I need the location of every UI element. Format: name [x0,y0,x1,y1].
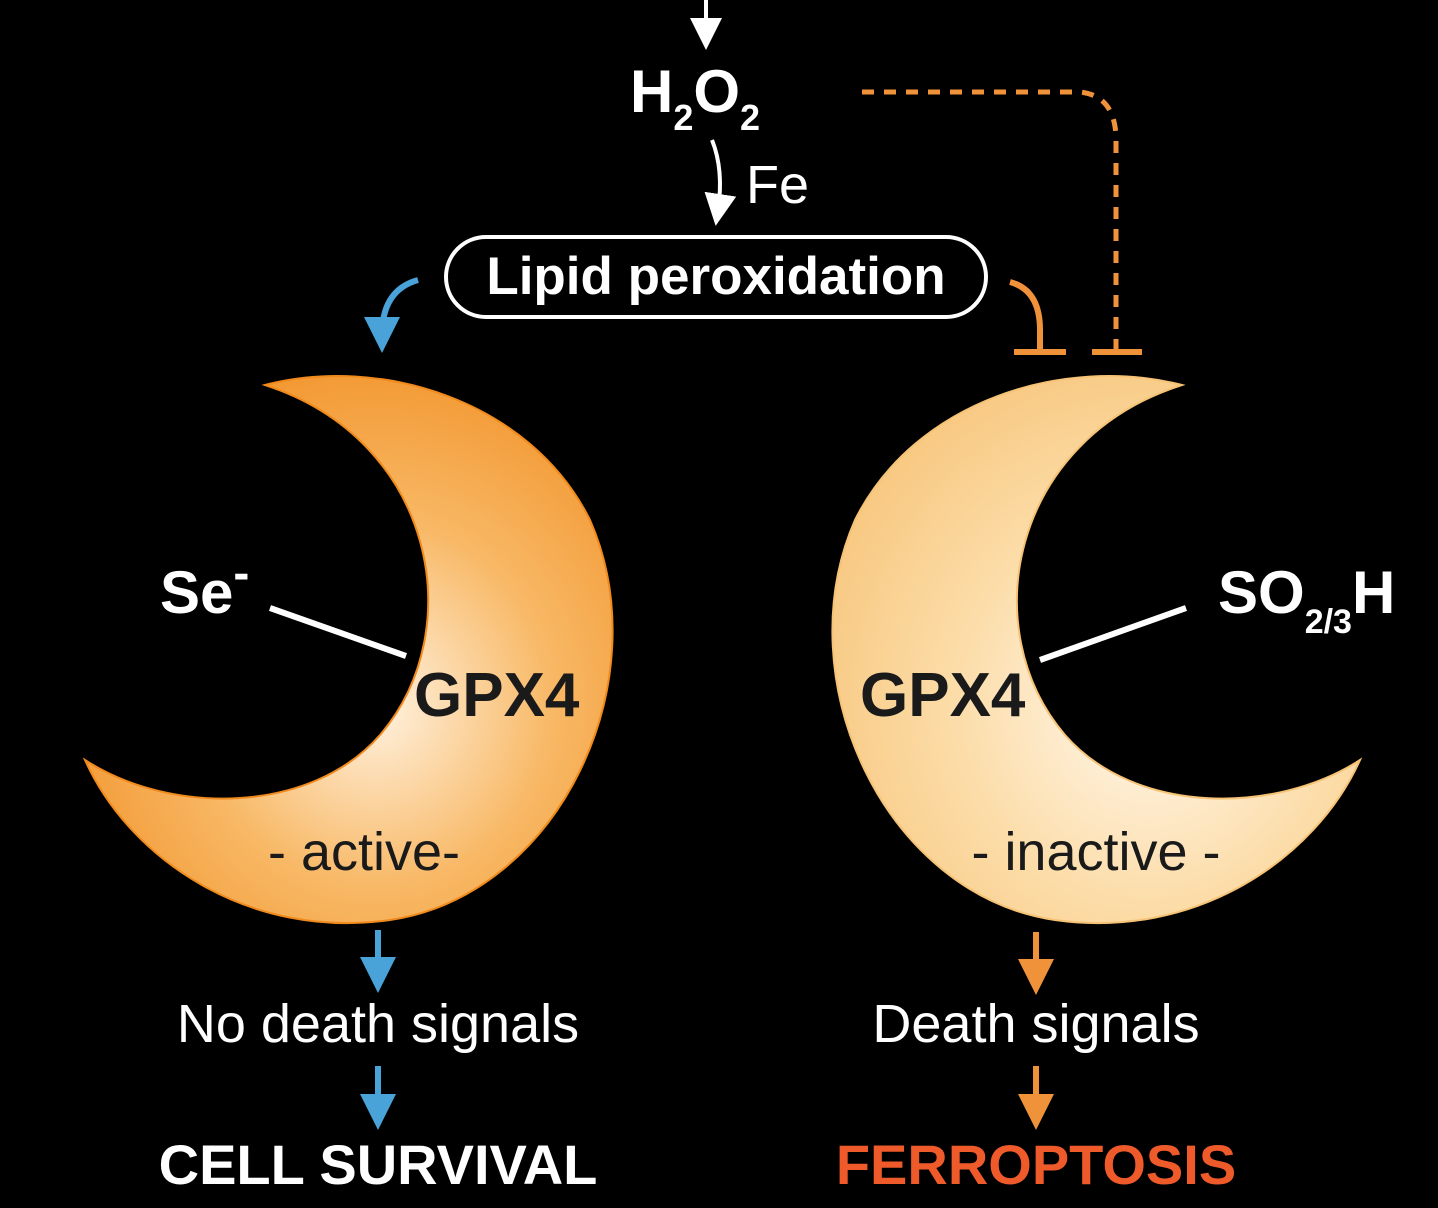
lipid-peroxidation-box: Lipid peroxidation [444,235,988,319]
sulfinic-label: SO2/3H [1218,559,1395,641]
selenide-bond [269,605,407,659]
lipid-to-active-arrow [364,277,419,353]
h2o2-sub2: 2 [740,97,760,138]
active-state-label: - active- [268,822,460,882]
lipid-inhibition-line [1009,279,1066,355]
h2o2-sub1: 2 [673,97,693,138]
selenide-charge: - [233,547,249,600]
selenide-label: Se- [160,547,249,626]
active-gpx4-label: GPX4 [414,661,580,730]
death-signals-label: Death signals [872,994,1199,1054]
fe-conversion-arrow [704,139,737,226]
sulfinic-tail: H [1352,559,1395,626]
ferroptosis-label: FERROPTOSIS [836,1133,1236,1196]
lipid-peroxidation-label: Lipid peroxidation [486,247,945,306]
sulfinic-base: SO [1218,559,1305,626]
no-death-signals-label: No death signals [177,994,579,1054]
active-gpx4-crescent [82,375,614,925]
sulfinic-sub: 2/3 [1305,603,1352,641]
sulfinic-bond [1038,605,1188,663]
selenide-base: Se [160,559,233,626]
cell-survival-label: CELL SURVIVAL [159,1133,598,1196]
inactive-state-label: - inactive - [971,822,1220,882]
h2o2-label: H2O2 [630,58,760,138]
h2o2-inhibition-line [862,89,1142,355]
h2o2-o: O [693,58,740,125]
fe-label: Fe [746,155,809,215]
inactive-gpx4-label: GPX4 [860,661,1026,730]
h2o2-h: H [630,58,673,125]
inactive-gpx4-crescent [831,375,1363,925]
